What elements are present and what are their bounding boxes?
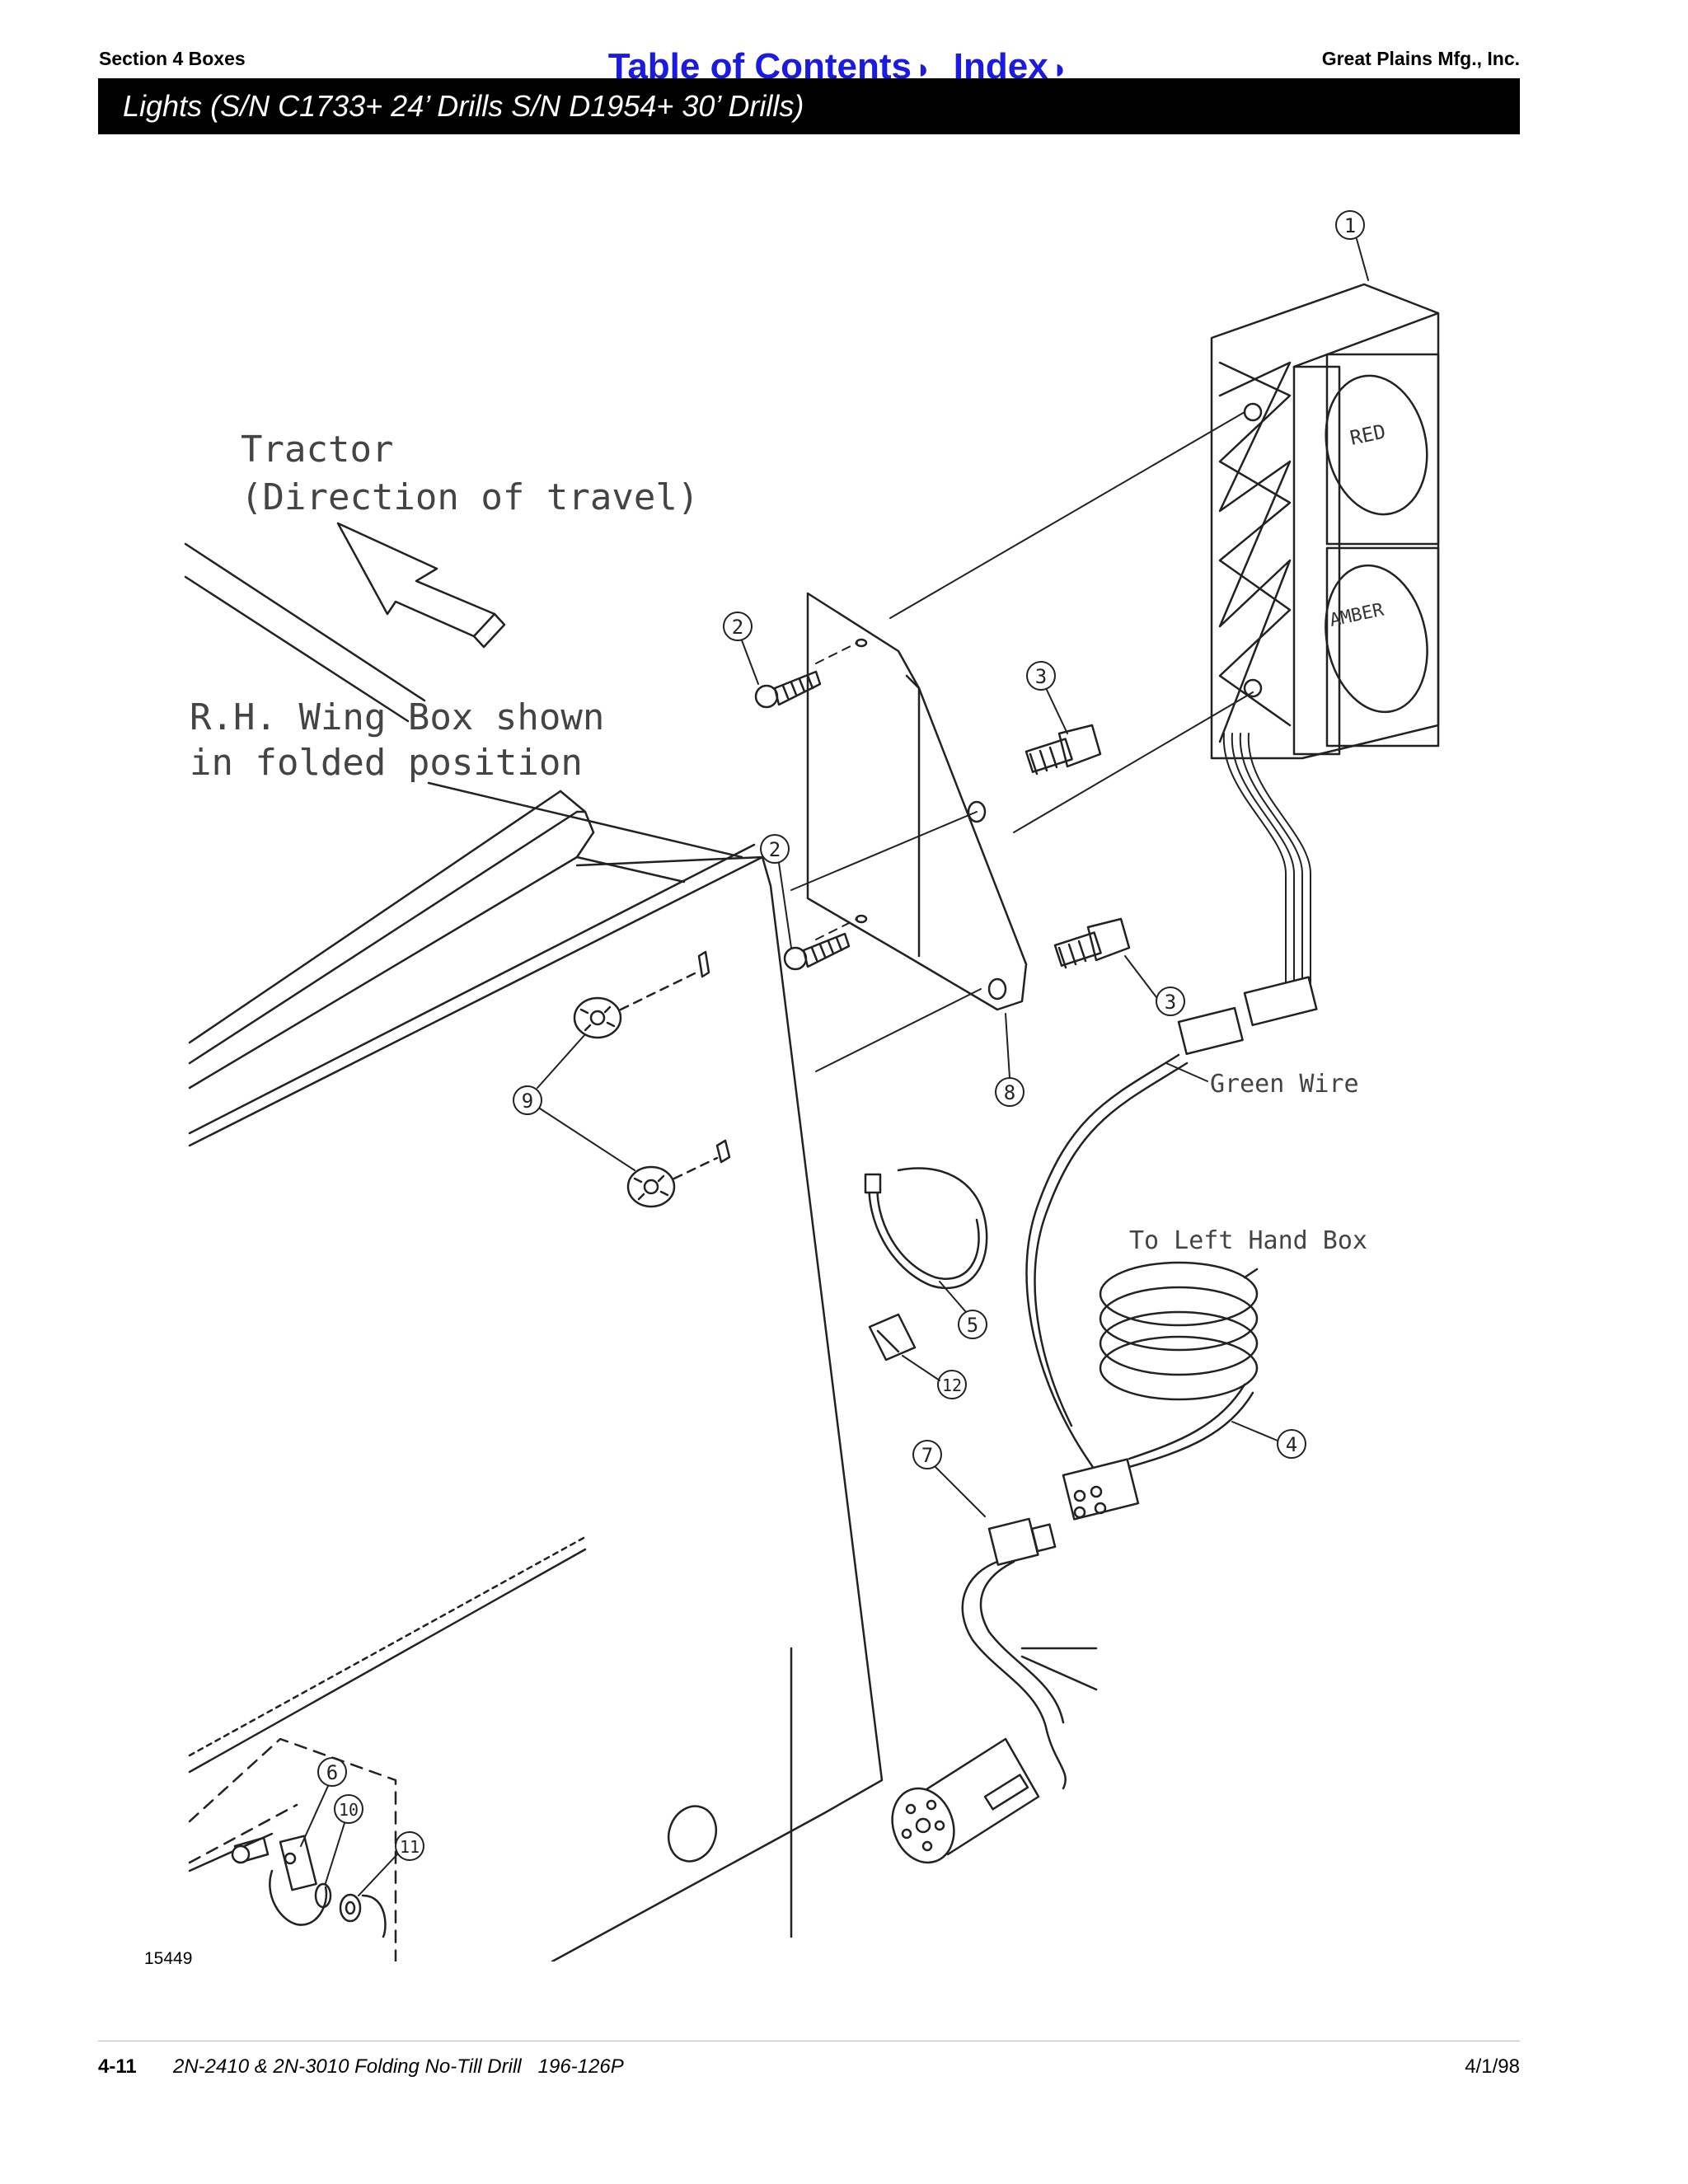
grommet-upper <box>573 950 710 1039</box>
callout-12-label: 12 <box>942 1376 962 1395</box>
direction-arrow-shadow <box>472 612 506 649</box>
folded-position-label: in folded position <box>190 742 583 784</box>
page-title: Lights (S/N C1733+ 24’ Drills S/N D1954+… <box>98 78 1520 134</box>
mounting-plate <box>806 592 1028 1011</box>
bolt-lower <box>1053 917 1131 969</box>
harness-connector <box>1177 1006 1244 1056</box>
wing-box <box>184 542 884 1961</box>
wiring-harness <box>1025 1053 1259 1485</box>
callout-3a-label: 3 <box>1035 665 1047 688</box>
bolt-upper <box>1025 724 1102 776</box>
footer-description: 2N-2410 & 2N-3010 Folding No-Till Drill … <box>173 2055 624 2078</box>
green-wire-leader <box>1165 1062 1208 1082</box>
lamp-wires <box>1222 733 1311 990</box>
tractor-plug-cable <box>961 1560 1098 1790</box>
callout-11-label: 11 <box>400 1837 420 1857</box>
figure-number: 15449 <box>144 1949 193 1968</box>
callout-2a: 2 <box>723 612 759 685</box>
company-label: Great Plains Mfg., Inc. <box>1321 48 1520 69</box>
tractor-label: Tractor <box>241 429 393 471</box>
callout-8-label: 8 <box>1004 1081 1015 1104</box>
direction-arrow-icon <box>336 522 496 638</box>
callout-5: 5 <box>939 1281 987 1339</box>
callouts: 1 2 2 3 3 8 9 5 12 4 7 6 10 11 <box>300 210 1369 1896</box>
callout-4-label: 4 <box>1286 1433 1297 1456</box>
toc-arrow-icon: ◗ <box>915 54 932 85</box>
wing-box-label: R.H. Wing Box shown <box>190 696 604 738</box>
cable-tie <box>868 1167 988 1290</box>
lamp-connector <box>1243 976 1318 1027</box>
footer-date: 4/1/98 <box>1465 2055 1520 2078</box>
bracket-hardware <box>231 1835 387 1938</box>
screw-upper <box>754 670 822 709</box>
left-hand-box-label: To Left Hand Box <box>1129 1226 1367 1255</box>
callout-3b-label: 3 <box>1165 991 1176 1014</box>
cable-tie-head <box>864 1173 882 1194</box>
callout-5-label: 5 <box>967 1314 978 1337</box>
callout-9: 9 <box>513 1033 635 1171</box>
harness-plug <box>1062 1458 1140 1521</box>
callout-6-label: 6 <box>326 1761 338 1784</box>
callout-3a: 3 <box>1026 661 1068 734</box>
adapter-connector <box>987 1517 1057 1566</box>
callout-1-label: 1 <box>1344 214 1356 237</box>
grommet-lower <box>626 1139 731 1208</box>
cable-tie-inner <box>876 1179 980 1280</box>
green-wire-label: Green Wire <box>1210 1070 1359 1099</box>
lamp-assembly: RED AMBER <box>1210 283 1440 760</box>
seven-pin-plug <box>891 1737 1040 1864</box>
index-arrow-icon: ◗ <box>1051 54 1069 85</box>
tie-mount <box>868 1313 917 1361</box>
footer-page-number: 4-11 <box>98 2055 137 2078</box>
parts-diagram: Tractor (Direction of travel) R.H. Wing … <box>184 210 1440 1961</box>
callout-8: 8 <box>995 1013 1025 1107</box>
callout-3b: 3 <box>1124 955 1185 1016</box>
callout-4: 4 <box>1231 1421 1306 1459</box>
direction-of-travel-label: (Direction of travel) <box>241 476 699 518</box>
callout-2b: 2 <box>760 834 792 949</box>
callout-11: 11 <box>358 1831 424 1896</box>
callout-7-label: 7 <box>921 1444 933 1467</box>
screw-lower <box>783 932 851 971</box>
callout-9-label: 9 <box>522 1090 533 1113</box>
callout-12: 12 <box>902 1355 967 1399</box>
alignment-lines <box>790 411 1254 1072</box>
callout-10: 10 <box>325 1794 363 1884</box>
callout-2b-label: 2 <box>769 838 781 861</box>
callout-7: 7 <box>912 1440 986 1517</box>
callout-2a-label: 2 <box>732 616 743 639</box>
callout-10-label: 10 <box>339 1800 359 1820</box>
section-label: Section 4 Boxes <box>99 48 246 69</box>
callout-1: 1 <box>1335 210 1369 281</box>
callout-6: 6 <box>300 1757 347 1847</box>
